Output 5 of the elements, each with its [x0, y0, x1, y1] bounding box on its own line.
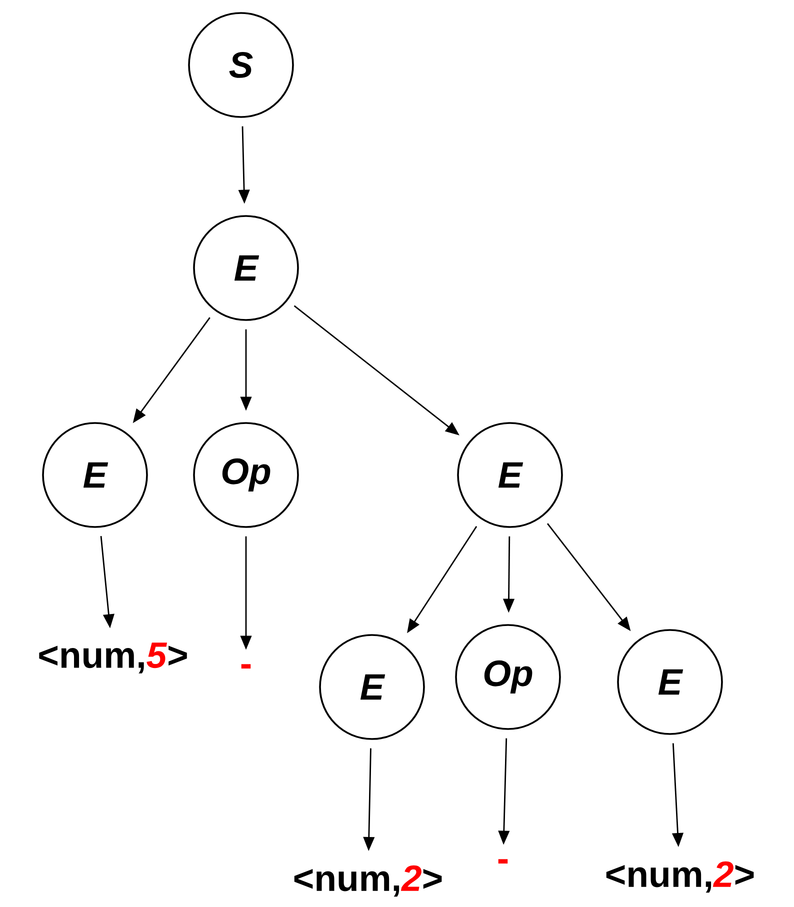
operator-token: - — [241, 664, 251, 669]
token-text: <num,2> — [606, 861, 754, 893]
token-text: <num,2> — [294, 865, 442, 897]
operator-token: - — [498, 859, 508, 864]
token-text: <num,5> — [39, 642, 187, 674]
